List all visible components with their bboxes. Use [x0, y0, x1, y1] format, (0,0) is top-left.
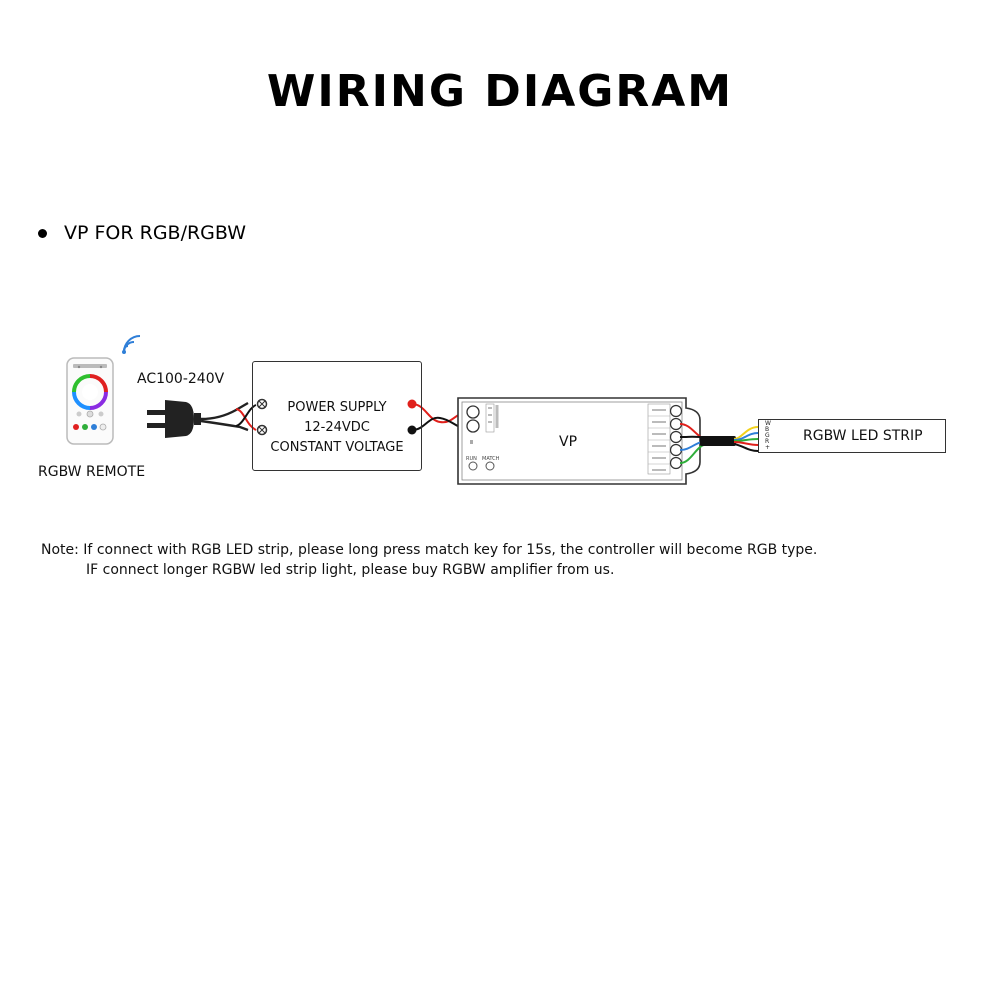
run-label: RUN	[466, 456, 477, 462]
note-line2: IF connect longer RGBW led strip light, …	[86, 562, 615, 578]
power-supply-line2: 12-24VDC	[304, 420, 370, 435]
led-strip-pins: WBGR+	[765, 420, 771, 451]
power-supply-line1: POWER SUPPLY	[287, 400, 387, 415]
note: Note: If connect with RGB LED strip, ple…	[41, 540, 817, 580]
match-label: MATCH	[482, 456, 500, 462]
vp-controller	[457, 397, 701, 485]
wifi-signal-icon	[122, 335, 141, 354]
remote-icon	[66, 357, 114, 445]
led-strip-box: WBGR+ RGBW LED STRIP	[758, 419, 946, 453]
section-heading: VP FOR RGB/RGBW	[38, 222, 246, 244]
remote-label: RGBW REMOTE	[38, 464, 146, 480]
controller-label: VP	[559, 434, 578, 450]
page-title: WIRING DIAGRAM	[266, 66, 734, 117]
section-label: VP FOR RGB/RGBW	[64, 222, 247, 244]
output-wires	[679, 423, 759, 464]
input-voltage-label: AC100-240V	[137, 371, 225, 387]
note-line1: Note: If connect with RGB LED strip, ple…	[41, 542, 818, 558]
bullet-icon	[38, 228, 47, 238]
plug-icon	[147, 400, 249, 438]
power-supply-box: POWER SUPPLY 12-24VDC CONSTANT VOLTAGE	[252, 361, 422, 471]
led-strip-label: RGBW LED STRIP	[803, 428, 923, 444]
power-supply-line3: CONSTANT VOLTAGE	[270, 440, 404, 455]
